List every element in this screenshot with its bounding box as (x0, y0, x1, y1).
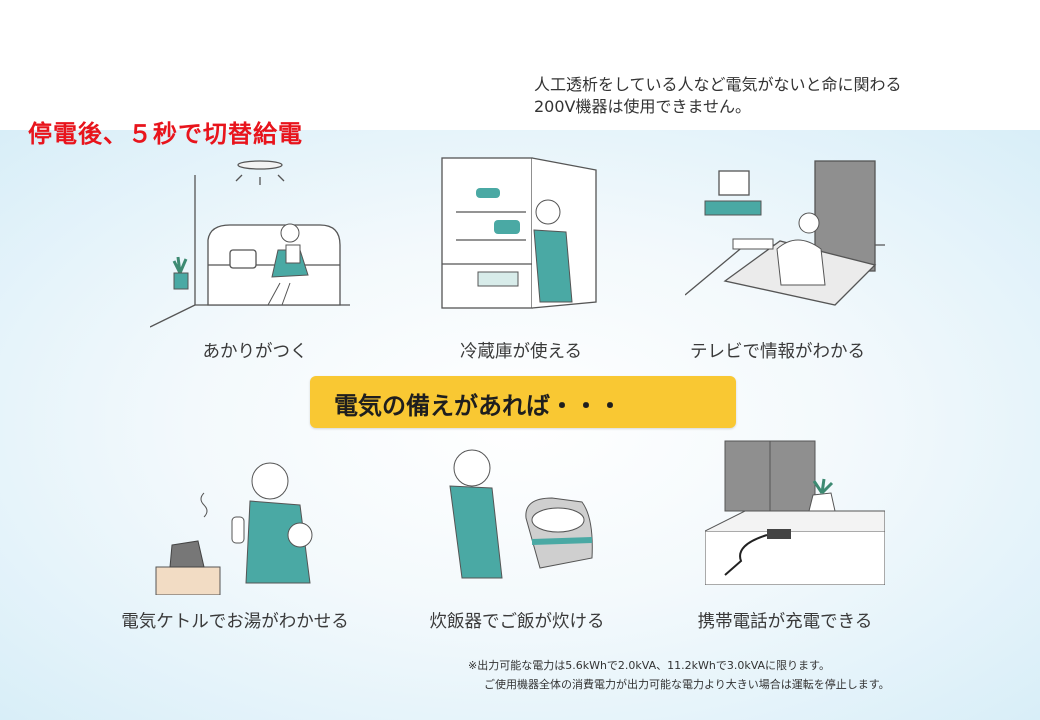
refrigerator-icon (441, 157, 597, 309)
footnote: ※出力可能な電力は5.6kWhで2.0kVA、11.2kWhで3.0kVAに限り… (468, 656, 890, 694)
television-icon (685, 160, 885, 306)
phone-charging-icon (705, 440, 885, 585)
caption-tv: テレビで情報がわかる (690, 342, 865, 362)
caption-phone: 携帯電話が充電できる (697, 612, 873, 632)
top-note: 人工透析をしている人など電気がないと命に関わる 200V機器は使用できません。 (534, 74, 902, 118)
footnote-line1: ※出力可能な電力は5.6kWhで2.0kVA、11.2kWhで3.0kVAに限り… (468, 659, 830, 672)
caption-kettle: 電気ケトルでお湯がわかせる (121, 612, 349, 632)
top-note-line2: 200V機器は使用できません。 (534, 97, 752, 116)
banner-text: 電気の備えがあれば・・・ (334, 392, 622, 420)
kettle-icon (155, 462, 313, 595)
info-banner: 電気の備えがあれば・・・ (310, 376, 736, 428)
headline: 停電後、５秒で切替給電 (28, 120, 303, 148)
lamp-reading-icon (150, 160, 350, 328)
caption-fridge: 冷蔵庫が使える (460, 342, 582, 362)
caption-rice: 炊飯器でご飯が炊ける (429, 612, 605, 632)
caption-lamp: あかりがつく (202, 342, 308, 362)
footnote-line2: ご使用機器全体の消費電力が出力可能な電力より大きい場合は運転を停止します。 (484, 678, 890, 691)
top-note-line1: 人工透析をしている人など電気がないと命に関わる (534, 75, 902, 94)
rice-cooker-icon (449, 449, 593, 579)
